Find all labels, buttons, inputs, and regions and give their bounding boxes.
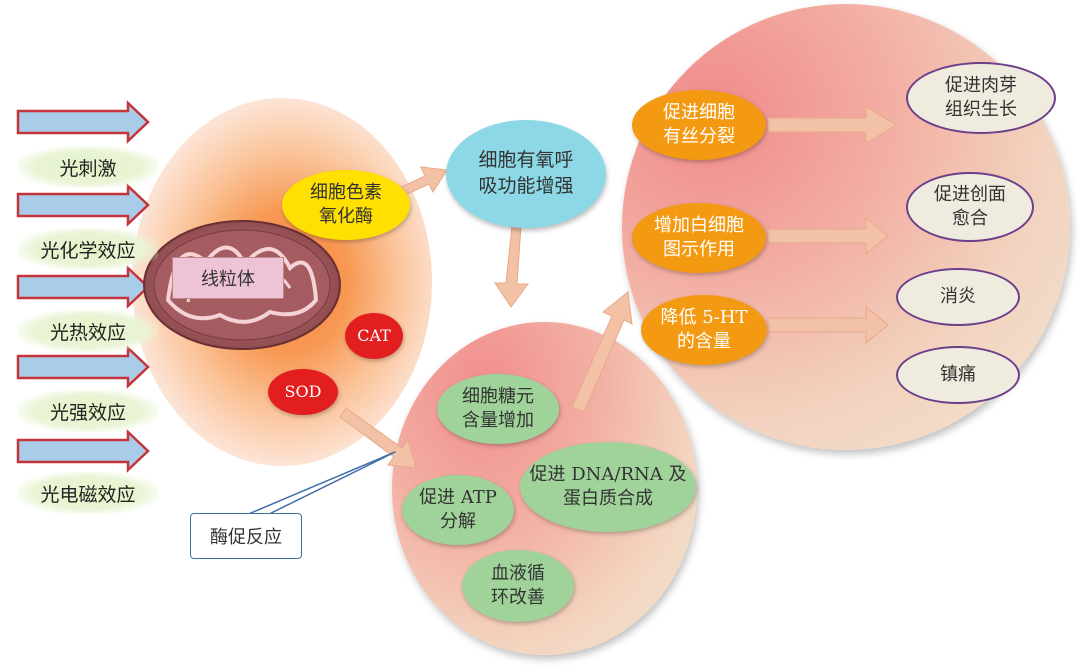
cat-node: CAT	[345, 313, 403, 359]
glycogen-node: 细胞糖元 含量增加	[437, 374, 559, 444]
atp-node: 促进 ATP 分解	[402, 475, 514, 545]
sod-node: SOD	[268, 369, 338, 415]
mitochondria-label: 线粒体	[172, 257, 284, 299]
enzyme-reaction-callout: 酶促反应	[190, 513, 302, 559]
outcome-granulation-node: 促进肉芽 组织生长	[906, 62, 1056, 134]
respiration-node: 细胞有氧呼 吸功能增强	[446, 120, 606, 228]
input-label-2: 光热效应	[18, 310, 158, 352]
blood-circulation-node: 血液循 环改善	[462, 550, 574, 622]
input-arrow-2	[16, 265, 150, 309]
outcome-anti-inflammation-node: 消炎	[896, 268, 1020, 326]
input-arrow-1	[16, 183, 150, 227]
serotonin-node: 降低 5-HT 的含量	[641, 295, 767, 365]
input-arrow-0	[16, 100, 150, 144]
mitochondria-shape	[143, 220, 341, 350]
input-arrow-4	[16, 429, 150, 473]
input-label-0: 光刺激	[18, 146, 158, 188]
cytochrome-node: 细胞色素 氧化酶	[282, 170, 410, 240]
input-label-3: 光强效应	[18, 390, 158, 432]
input-arrow-3	[16, 345, 150, 389]
dna-synthesis-node: 促进 DNA/RNA 及 蛋白质合成	[520, 442, 696, 532]
mitosis-node: 促进细胞 有丝分裂	[632, 90, 766, 160]
input-label-1: 光化学效应	[18, 228, 158, 270]
outcome-pain-relief-node: 镇痛	[896, 346, 1020, 404]
white-cell-node: 增加白细胞 图示作用	[632, 203, 766, 273]
outcome-wound-healing-node: 促进创面 愈合	[906, 172, 1034, 242]
input-label-4: 光电磁效应	[18, 472, 158, 514]
